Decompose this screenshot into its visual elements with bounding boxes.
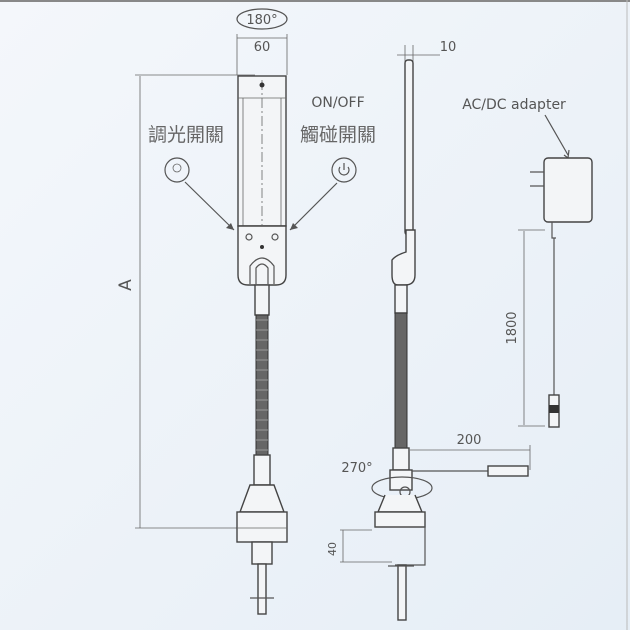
power-icon	[331, 157, 357, 183]
power-button-icon	[271, 233, 279, 241]
front-view: 180° 60 A 調光開關 ON/OFF 觸碰開關	[116, 8, 376, 615]
adapter: AC/DC adapter 1800	[462, 97, 593, 428]
clamp-screw-front	[257, 563, 267, 615]
base-joint	[238, 484, 286, 513]
lamp-head-side	[404, 59, 414, 236]
rotation-180-ellipse	[236, 8, 288, 30]
gooseneck-side	[394, 312, 408, 449]
gooseneck	[255, 314, 269, 456]
touch-switch-label: 觸碰開關	[300, 124, 376, 146]
cable-length-label: 1800	[505, 311, 520, 344]
adapter-label: AC/DC adapter	[462, 97, 566, 113]
width-dim-label: 60	[254, 40, 271, 55]
thickness-dim-label: 10	[440, 40, 457, 55]
side-cable-dim-label: 200	[457, 433, 482, 448]
power-arrow	[289, 182, 338, 231]
dimmer-switch-label: 調光開關	[148, 124, 224, 146]
clamp-screw-side	[397, 564, 407, 621]
switch-housing	[237, 225, 287, 286]
clamp-front	[236, 511, 288, 543]
dimmer-arrow	[184, 181, 235, 231]
on-off-label: ON/OFF	[311, 95, 364, 111]
rotation-180-label: 180°	[246, 13, 277, 28]
clamp-side	[374, 511, 426, 528]
dimmer-button-icon	[245, 233, 253, 241]
dimmer-icon	[164, 157, 190, 183]
rotation-270-label: 270°	[341, 461, 372, 476]
plug-prongs	[530, 171, 544, 187]
side-connector	[487, 465, 529, 477]
side-view: 10 270° 40 200	[326, 40, 531, 621]
height-dim-label: A	[116, 279, 136, 291]
clamp-dim-label: 40	[326, 542, 339, 556]
adapter-body	[543, 157, 593, 223]
